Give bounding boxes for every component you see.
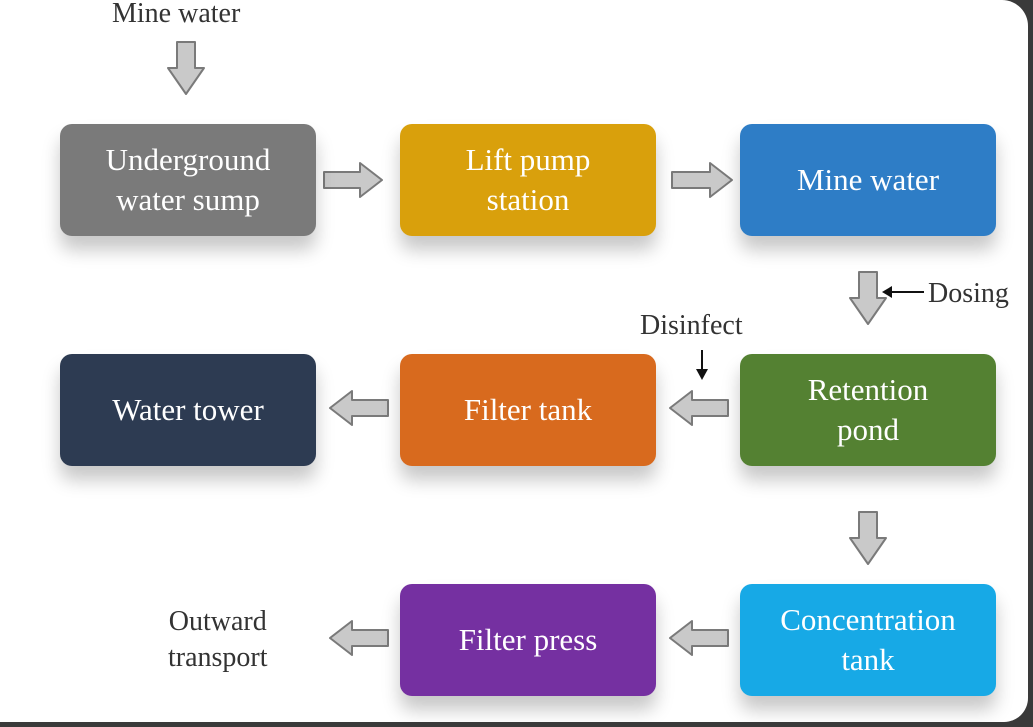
arrow-retention-to-filtertank: [669, 390, 729, 426]
arrow-minewater-to-retention: [849, 271, 887, 325]
node-lift-pump-station: Lift pump station: [400, 124, 656, 236]
outward-transport-label: Outward transport: [168, 606, 268, 673]
disinfect-label: Disinfect: [640, 310, 743, 341]
node-mine-water: Mine water: [740, 124, 996, 236]
arrow-filterpress-to-outward: [329, 620, 389, 656]
node-retention-pond: Retention pond: [740, 354, 996, 466]
node-filter-press: Filter press: [400, 584, 656, 696]
arrow-concentration-to-filterpress: [669, 620, 729, 656]
arrow-sump-to-lift: [323, 162, 383, 198]
node-underground-water-sump: Underground water sump: [60, 124, 316, 236]
disinfect-arrowhead: [696, 369, 708, 380]
node-concentration-tank: Concentration tank: [740, 584, 996, 696]
node-filter-tank: Filter tank: [400, 354, 656, 466]
arrow-filtertank-to-watertower: [329, 390, 389, 426]
dosing-label: Dosing: [928, 278, 1009, 309]
mine-water-input-label: Mine water: [112, 0, 241, 29]
arrow-retention-to-concentration: [849, 511, 887, 565]
dosing-arrowhead: [882, 286, 892, 298]
arrow-input-down: [167, 41, 205, 95]
node-water-tower: Water tower: [60, 354, 316, 466]
arrow-lift-to-minewater: [671, 162, 733, 198]
